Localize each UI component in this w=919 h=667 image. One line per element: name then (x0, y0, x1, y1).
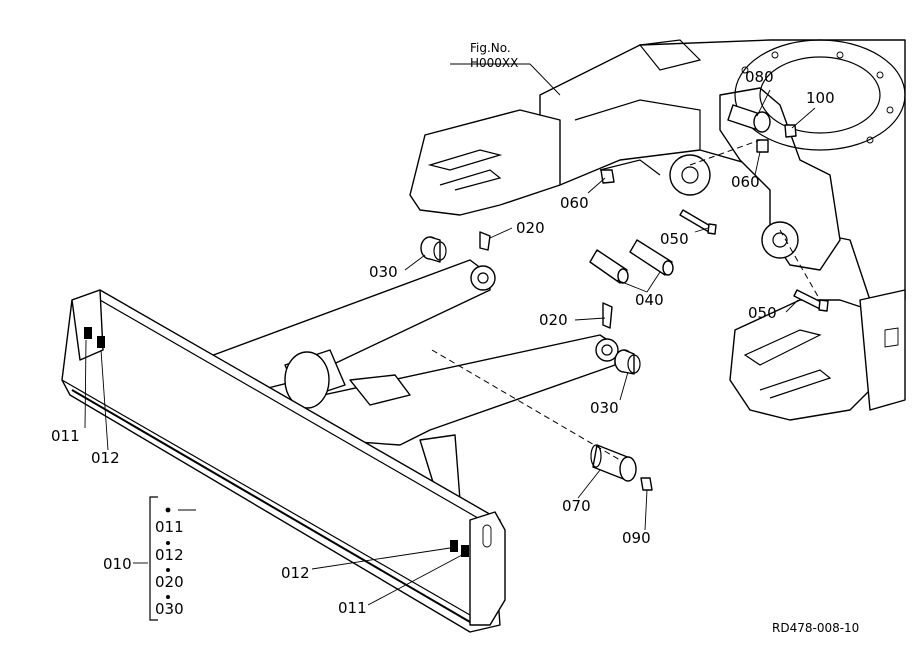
bolt-100 (784, 124, 797, 138)
pins-bushings (420, 104, 829, 491)
callout-100: 100 (806, 89, 835, 107)
callout-030-upper: 030 (369, 263, 398, 281)
grease-fitting-020-right (602, 302, 613, 329)
callout-050-lower: 050 (748, 304, 777, 322)
assembly-item-012: 012 (155, 546, 184, 564)
callout-060-left: 060 (560, 194, 589, 212)
assembly-item-030: 030 (155, 600, 184, 618)
bushing-030-left (420, 236, 447, 263)
grease-fitting-020-left (479, 231, 491, 251)
bolt-050-upper (679, 209, 717, 235)
bushing-030-right (614, 349, 641, 375)
callout-011-right: 011 (338, 599, 367, 617)
callout-020-lower: 020 (539, 311, 568, 329)
assembly-guides (431, 139, 821, 461)
drawing-id: RD478-008-10 (772, 621, 859, 635)
assembly-item-020: 020 (155, 573, 184, 591)
bolt-090 (640, 477, 653, 491)
callout-090: 090 (622, 529, 651, 547)
callout-050-upper: 050 (660, 230, 689, 248)
callout-060-right: 060 (731, 173, 760, 191)
blade (61, 289, 506, 633)
pin-040-a (589, 249, 629, 284)
callout-030-lower: 030 (590, 399, 619, 417)
nut-060-right (756, 139, 769, 153)
callout-040: 040 (635, 291, 664, 309)
pin-040-b (629, 239, 674, 276)
assembly-item-011: 011 (155, 518, 184, 536)
fig-no-value: H000XX (470, 56, 518, 70)
callout-070: 070 (562, 497, 591, 515)
callout-012-right: 012 (281, 564, 310, 582)
bushing-080 (727, 104, 771, 133)
assembly-bracket (149, 496, 171, 621)
track-frame (409, 39, 906, 421)
callout-080: 080 (745, 68, 774, 86)
callout-020-upper: 020 (516, 219, 545, 237)
assembly-010-label: 010 (103, 555, 132, 573)
nut-060-left (600, 169, 615, 184)
blade-frame-arms (199, 259, 619, 506)
fig-no-label: Fig.No. (470, 41, 511, 55)
leader-lines (84, 63, 816, 606)
callout-011-left: 011 (51, 427, 80, 445)
callout-012-left: 012 (91, 449, 120, 467)
bolt-050-lower (793, 289, 829, 312)
bushing-070 (590, 444, 637, 482)
